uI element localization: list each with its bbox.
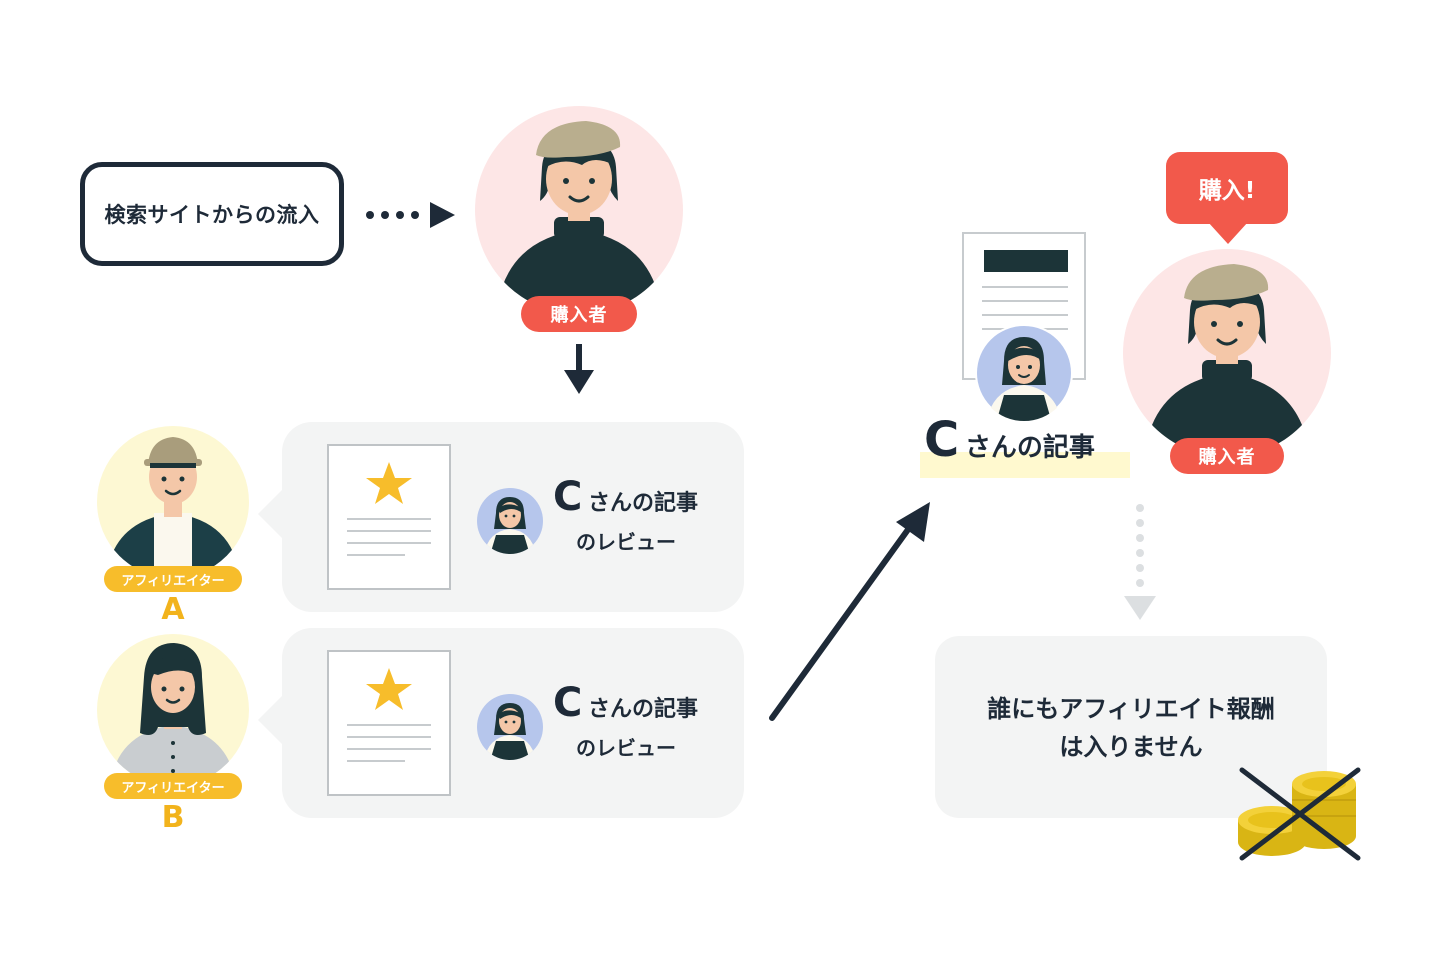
reward-message: 誰にもアフィリエイト報酬 は入りません [935,690,1327,766]
reward-line-2: は入りません [1059,733,1203,761]
affiliate-a-badge-label: アフィリエイター [121,573,225,589]
review-author-letter: C [553,474,583,520]
crossed-coins-icon [1238,767,1361,861]
review-author-letter: C [553,680,583,726]
review-subtitle-2: のレビュー [576,736,676,760]
affiliate-a-badge: アフィリエイター [104,566,242,592]
affiliate-a-avatar [97,426,249,578]
article-title-highlight [920,452,1130,478]
affiliate-b-avatar [97,634,249,786]
author-c-avatar [975,324,1073,422]
review-title-1: C さんの記事 [553,474,698,520]
review-title-text: さんの記事 [587,697,698,722]
bubble-tail-icon [1208,222,1248,244]
reward-line-1: 誰にもアフィリエイト報酬 [987,695,1275,723]
purchase-bubble-label: 購入! [1198,178,1256,204]
review-title-2: C さんの記事 [553,680,698,726]
arrow-up-right-icon [769,502,930,721]
buyer-badge: 購入者 [521,296,637,332]
buyer-avatar [475,106,683,314]
purchase-speech-bubble: 購入! [1166,152,1288,224]
affiliate-b-letter: B [161,800,185,835]
speech-pointer-icon [258,486,286,542]
arrow-down-icon [564,344,594,394]
article-author-letter: C [924,412,960,468]
buyer-badge-label: 購入者 [550,305,608,326]
author-c-avatar [477,488,543,554]
review-document-1 [327,444,451,590]
dotted-arrow-down-icon [1124,504,1156,620]
affiliate-b-badge: アフィリエイター [104,773,242,799]
purchase-buyer-avatar [1123,249,1331,457]
search-inflow-box: 検索サイトからの流入 [80,162,344,266]
search-inflow-label: 検索サイトからの流入 [104,203,320,227]
dotted-arrow-right-icon [366,202,455,228]
review-document-2 [327,650,451,796]
review-title-text: さんの記事 [587,491,698,516]
purchase-buyer-badge: 購入者 [1170,438,1284,474]
purchase-buyer-badge-label: 購入者 [1198,447,1256,468]
article-title: C さんの記事 [924,412,1095,468]
star-icon [347,462,431,556]
affiliate-b-badge-label: アフィリエイター [121,780,225,796]
article-title-text: さんの記事 [964,433,1095,463]
author-c-avatar [477,694,543,760]
speech-pointer-icon [258,692,286,748]
star-icon [347,668,431,762]
affiliate-a-letter: A [161,592,185,627]
review-subtitle-1: のレビュー [576,530,676,554]
